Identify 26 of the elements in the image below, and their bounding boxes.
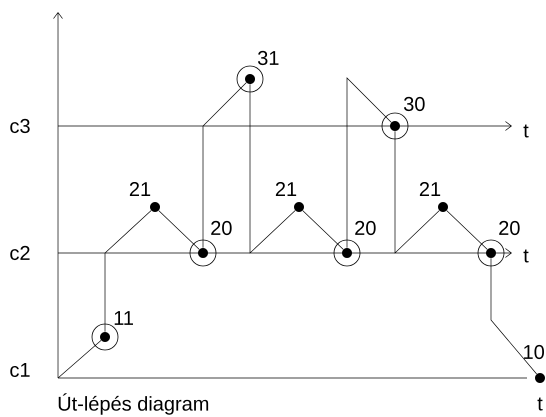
point-label: 31 bbox=[258, 50, 278, 66]
path-line bbox=[104, 210, 152, 332]
point-label: 30 bbox=[404, 96, 425, 112]
point-label: 20 bbox=[499, 220, 520, 236]
axis-label: c3 bbox=[10, 118, 30, 134]
axis-label: t bbox=[524, 124, 529, 138]
path-line bbox=[394, 130, 440, 254]
point-label: 10 bbox=[524, 344, 544, 360]
path-line bbox=[346, 77, 392, 248]
point-label: 21 bbox=[420, 182, 440, 196]
path-line bbox=[202, 82, 247, 248]
point-label: 21 bbox=[276, 182, 296, 196]
point-label: 11 bbox=[114, 311, 133, 325]
point-label: 20 bbox=[211, 220, 232, 236]
path-line bbox=[58, 340, 102, 378]
axis-label: c2 bbox=[10, 246, 30, 260]
axis-label: t bbox=[524, 249, 529, 263]
path-line bbox=[250, 84, 296, 254]
point-label: 20 bbox=[355, 220, 376, 236]
axis-label: c1 bbox=[10, 363, 30, 377]
path-line bbox=[446, 210, 488, 250]
path-line bbox=[302, 210, 344, 250]
caption: Út-lépés diagram bbox=[58, 393, 208, 415]
point-label: 21 bbox=[130, 182, 150, 196]
path-line bbox=[490, 258, 537, 374]
path-line bbox=[158, 210, 200, 250]
